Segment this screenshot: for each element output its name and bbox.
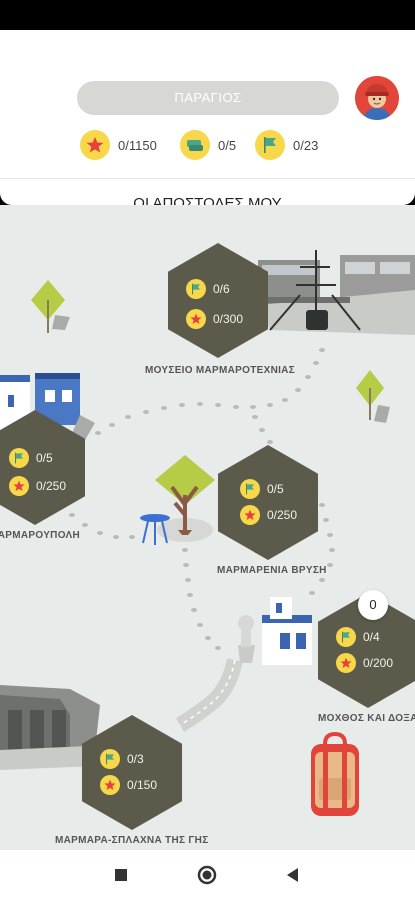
star-icon [336,653,356,673]
flag-row: 0/6 [186,279,230,299]
star-icon [9,476,29,496]
status-bar [0,0,415,30]
flag-row: 0/5 [9,448,53,468]
backpack-count-badge: 0 [358,590,388,620]
map-illustration [0,250,415,770]
stars-stat: 0/1150 [80,129,157,161]
mission-hex-mochthos[interactable]: 0/4 0/200 [318,593,415,708]
flag-row: 0/4 [336,627,380,647]
footsteps-value: 0/5 [218,137,237,153]
quarry [0,685,120,770]
tree-right [356,370,390,423]
star-row: 0/150 [100,775,157,795]
player-name-field[interactable]: ΠΑΡΑΓΙΟΣ [77,81,339,115]
header-panel: ΠΑΡΑΓΙΟΣ 0/1150 0/5 [0,30,415,212]
star-icon [100,775,120,795]
stats-row: 0/1150 0/5 0/23 [0,129,415,161]
footstep-path-3 [69,513,135,539]
footstep-path-4 [182,548,221,650]
flag-row: 0/3 [100,749,144,769]
flag-icon [100,749,120,769]
star-row: 0/300 [186,309,243,329]
header-divider [0,178,415,179]
mission-map[interactable]: 0/6 0/300 ΜΟΥΣΕΙΟ ΜΑΡΜΑΡΟΤΕΧΝΙΑΣ 0/5 0/2… [0,205,415,850]
mission-label-splachna[interactable]: ΜΑΡΜΑΡΑ-ΣΠΛΑΧΝΑ ΤΗΣ ΓΗΣ [55,835,209,846]
museum-buildings [250,255,415,335]
home-button[interactable] [196,864,218,886]
footstep-path-1 [95,348,325,435]
flag-icon [336,627,356,647]
back-button[interactable] [282,864,304,886]
star-row: 0/250 [9,476,66,496]
mission-label-museum[interactable]: ΜΟΥΣΕΙΟ ΜΑΡΜΑΡΟΤΕΧΝΙΑΣ [145,365,295,376]
star-icon [186,309,206,329]
backpack-icon [311,731,359,816]
star-row: 0/200 [336,653,393,673]
mission-label-marmaroupoli[interactable]: ΜΑΡΜΑΡΟΥΠΟΛΗ [0,530,80,541]
flag-icon [186,279,206,299]
back-triangle-icon [287,868,298,882]
star-icon [80,130,110,160]
backpack-button[interactable] [305,730,365,820]
recent-apps-button[interactable] [110,864,132,886]
flags-stat: 0/23 [255,129,318,161]
mission-hex-museum[interactable]: 0/6 0/300 [168,243,268,358]
footsteps-stat: 0/5 [180,129,236,161]
avatar-boy-icon [355,76,399,120]
flag-icon [9,448,29,468]
star-icon [240,505,260,525]
mission-hex-splachna[interactable]: 0/3 0/150 [82,715,182,830]
mission-label-mochthos[interactable]: ΜΟΧΘΟΣ ΚΑΙ ΔΟΞΑ [318,713,415,724]
mission-hex-vrysi[interactable]: 0/5 0/250 [218,445,318,560]
home-circle-icon [197,865,217,885]
mission-label-vrysi[interactable]: ΜΑΡΜΑΡΕΝΙΑ ΒΡΥΣΗ [217,565,327,576]
flag-row: 0/5 [240,479,284,499]
star-row: 0/250 [240,505,297,525]
crane [269,250,361,331]
android-nav-bar [0,850,415,900]
tree-top-left [31,280,70,333]
footsteps-icon [180,130,210,160]
mission-hex-marmaroupoli[interactable]: 0/5 0/250 [0,410,85,525]
flag-icon [240,479,260,499]
square-icon [115,869,127,881]
avatar[interactable] [355,76,399,120]
flags-value: 0/23 [293,137,319,153]
fountain-square [140,455,215,545]
footstep-path-2 [252,415,273,444]
stars-value: 0/1150 [118,137,157,153]
flag-icon [255,130,285,160]
footstep-path-5 [309,503,335,595]
chapel [238,597,312,665]
